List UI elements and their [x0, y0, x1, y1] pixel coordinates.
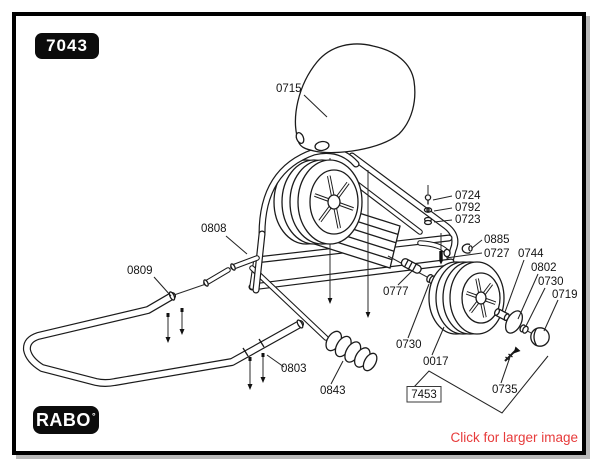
- handle-frame: [27, 291, 304, 383]
- part-label-0744: 0744: [518, 248, 544, 260]
- part-label-0843: 0843: [320, 385, 346, 397]
- axle-nut-right: [519, 324, 529, 334]
- fastener-stack: [423, 185, 433, 226]
- axle-pin-0777: [400, 258, 422, 274]
- part-label-0730: 0730: [538, 276, 564, 288]
- part-label-7453: 7453: [411, 389, 437, 401]
- part-label-0723: 0723: [455, 214, 481, 226]
- part-number-badge: 7043: [35, 33, 99, 59]
- retainer-clip: [461, 243, 473, 254]
- brand-registered-mark: °: [91, 411, 97, 421]
- left-wheel: [273, 159, 363, 245]
- part-label-0719: 0719: [552, 289, 578, 301]
- part-label-0715: 0715: [276, 83, 302, 95]
- right-wheel: [428, 261, 505, 335]
- part-label-0809: 0809: [127, 265, 153, 277]
- part-label-0885: 0885: [484, 234, 510, 246]
- frame-screws: [165, 308, 266, 390]
- diagram-image-frame[interactable]: 7043: [12, 12, 586, 455]
- seat: [294, 43, 416, 154]
- brand-logo: RABO°: [33, 406, 99, 434]
- part-label-0735: 0735: [492, 384, 518, 396]
- part-label-0792: 0792: [455, 202, 481, 214]
- leader-lines: [153, 94, 559, 414]
- part-label-0777: 0777: [383, 286, 409, 298]
- boxed-label-frame: [406, 386, 442, 403]
- click-for-larger-image-link[interactable]: Click for larger image: [450, 430, 578, 445]
- part-label-0727: 0727: [484, 248, 510, 260]
- part-label-0017: 0017: [423, 356, 449, 368]
- part-label-0803: 0803: [281, 363, 307, 375]
- handle-grip: [325, 330, 378, 372]
- washer-disc-0802: [504, 310, 524, 334]
- part-label-0730: 0730: [396, 339, 422, 351]
- kart-frame: [252, 156, 455, 338]
- part-label-0724: 0724: [455, 190, 481, 202]
- part-label-0808: 0808: [201, 223, 227, 235]
- screw-0735: [504, 346, 521, 362]
- hubcap-0719: [530, 327, 550, 347]
- brand-text: RABO: [35, 409, 91, 430]
- tow-tube: [173, 258, 257, 296]
- part-label-0802: 0802: [531, 262, 557, 274]
- axle-pin: [439, 233, 443, 265]
